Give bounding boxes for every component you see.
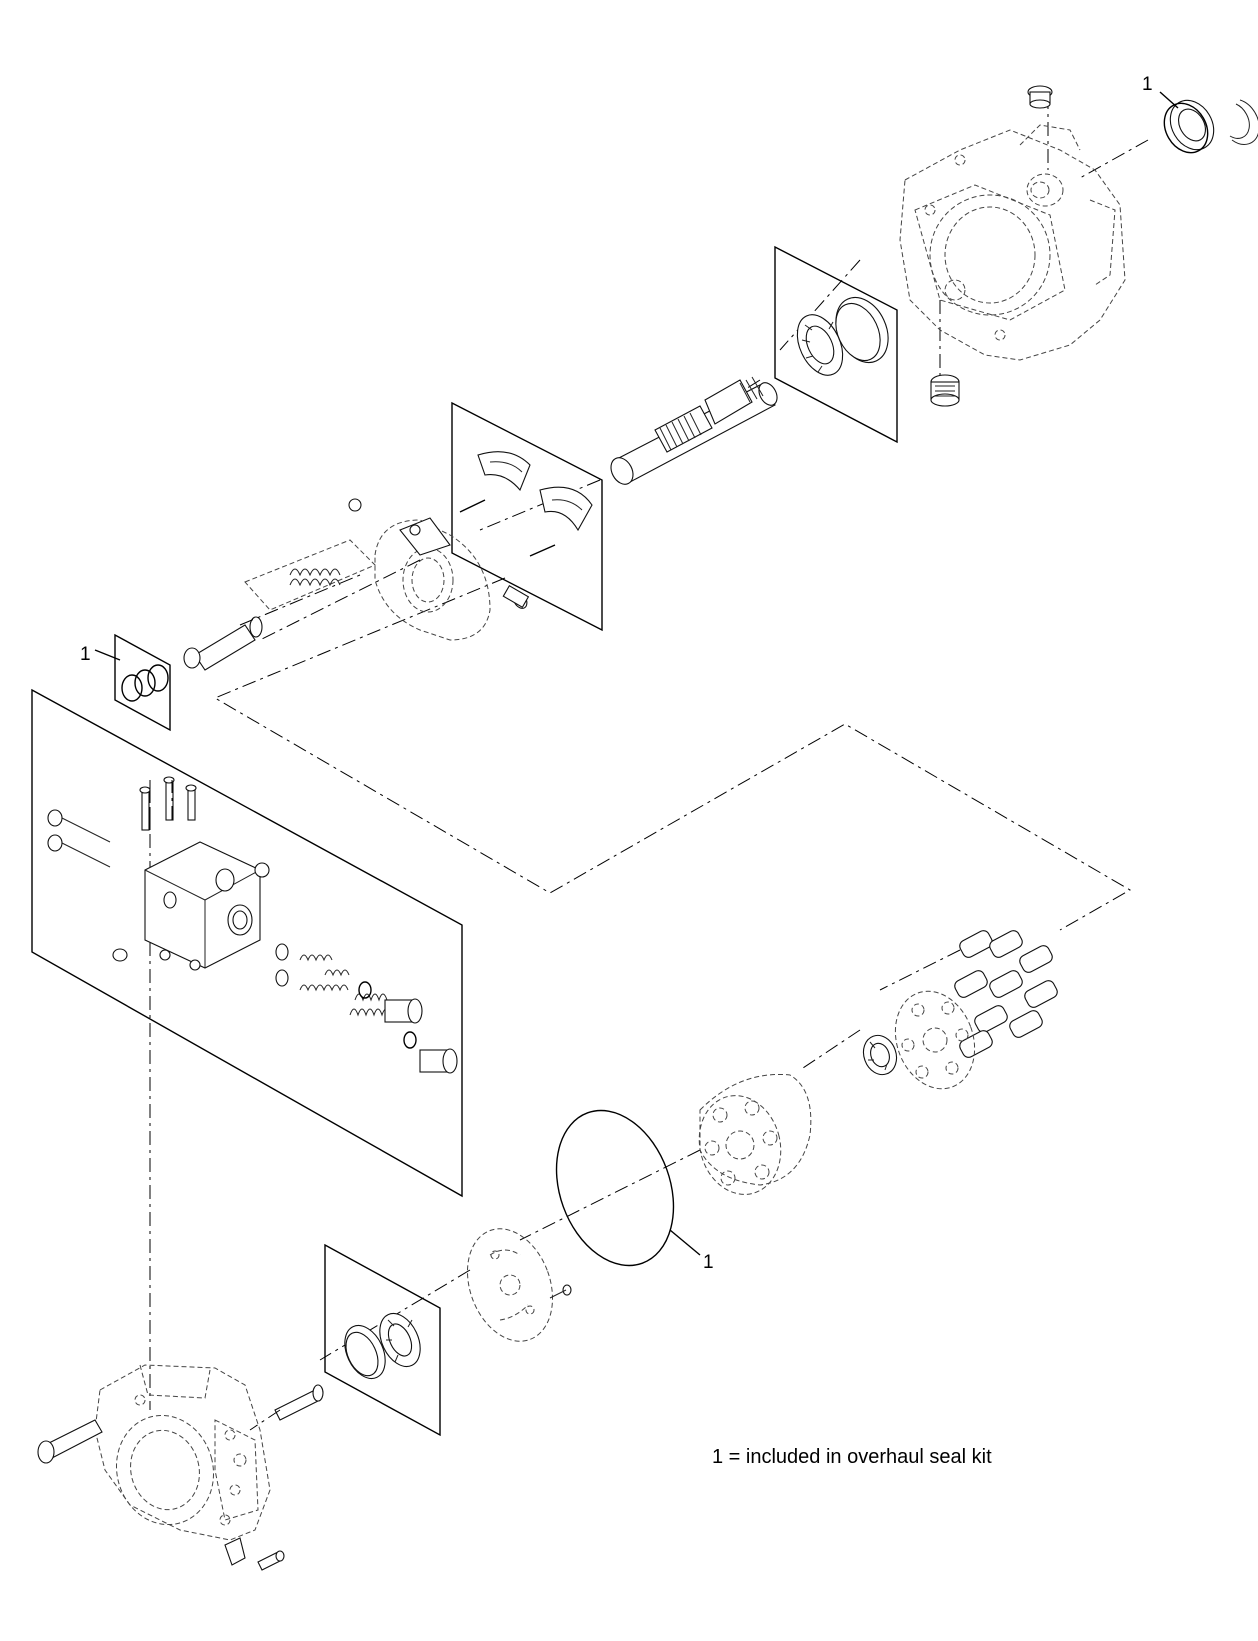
shaft-splines [659,376,764,451]
callout-number: 1 [703,1252,714,1273]
piston-shoe-assembly [954,930,1058,1058]
bearing-cup [835,297,889,363]
control-valve-screws [139,776,197,831]
servo-rod [183,616,263,671]
end-cap-bolt [37,1419,103,1464]
control-valve-frame [31,688,463,1198]
pump-housing [899,124,1126,361]
secondary-axis-lines [149,574,361,1431]
end-cap-gasket [555,1109,675,1267]
callout-number: 1 [1142,74,1153,95]
retainer-plate [894,990,976,1090]
control-valve-spools [275,943,458,1074]
legend-note: 1 = included in overhaul seal kit [712,1446,992,1468]
assembly-axis-lines [149,95,1149,1410]
snap-ring [1229,99,1258,145]
plug-top [1027,85,1053,109]
end-cap-bracket [224,1537,285,1571]
swashplate [348,498,491,641]
callout-seal: 1 [1142,74,1179,109]
callout-gasket: 1 [669,1229,714,1273]
callout-number: 1 [80,644,91,665]
control-valve-plugs [47,809,270,971]
rear-bearing-kit-frame [324,1243,441,1437]
shaft-seal [1163,99,1215,154]
control-valve-springs [299,954,391,1017]
bearing-kit-frame [774,245,898,444]
orings [121,664,169,702]
drive-shaft [610,376,778,485]
valve-plate-pin [549,1284,572,1299]
plug-bottom [930,374,960,407]
tapered-bearing [796,314,844,376]
cylinder-block [698,1073,812,1195]
cradle-bearing-lower [539,486,593,532]
valve-plate [466,1228,554,1342]
control-valve-body [144,841,261,969]
spherical-bushing [862,1034,898,1076]
cradle-bearing-frame [451,401,603,632]
rear-bearing-cup [344,1324,386,1380]
callout-orings: 1 [80,644,121,665]
dowel-pins [459,499,556,557]
rear-tapered-bearing [379,1312,421,1368]
end-cap-fitting [274,1384,324,1421]
return-spring-assembly [244,539,376,611]
cradle-bearing-upper [477,451,531,492]
swashplate-pin [502,585,530,609]
end-cap [94,1364,271,1541]
oring-kit-frame [114,633,171,732]
